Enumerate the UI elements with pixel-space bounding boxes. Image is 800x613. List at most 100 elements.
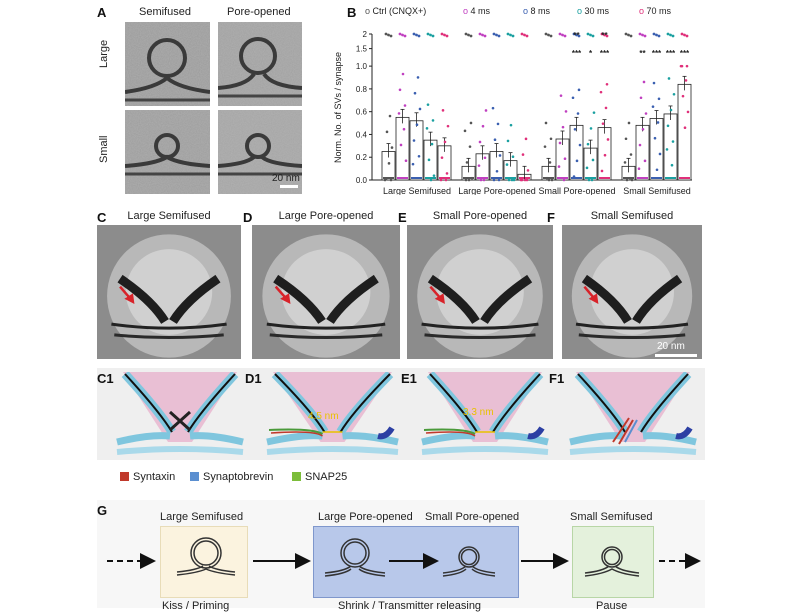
data-point-top bbox=[624, 32, 628, 36]
data-point bbox=[511, 155, 515, 158]
significance-marker: *** bbox=[652, 49, 662, 58]
bar-base-mark bbox=[571, 177, 582, 179]
model-plasma-membrane bbox=[266, 432, 399, 446]
bar-base-mark bbox=[491, 177, 502, 179]
data-point-top bbox=[671, 34, 675, 38]
snap25-swatch bbox=[292, 472, 301, 481]
data-point bbox=[439, 178, 443, 182]
avg-membrane-2 bbox=[114, 333, 224, 340]
avg-arc-right bbox=[169, 274, 221, 324]
data-point bbox=[625, 178, 629, 182]
vesicle-large-pore-opened bbox=[324, 538, 386, 577]
panel-letter-e: E bbox=[398, 210, 407, 225]
data-point bbox=[642, 80, 646, 84]
bar bbox=[663, 113, 678, 181]
bar-base-mark bbox=[557, 177, 568, 179]
data-point bbox=[388, 114, 392, 118]
bar bbox=[569, 124, 584, 181]
data-point-top bbox=[591, 34, 595, 38]
model-cross bbox=[168, 410, 192, 432]
legend-8ms: o 8 ms bbox=[523, 6, 550, 16]
data-point-top bbox=[429, 33, 432, 37]
y-tick-label: 1.5 bbox=[356, 45, 368, 54]
data-point-top bbox=[561, 33, 564, 37]
data-point-top bbox=[641, 33, 644, 37]
legend-4ms: o 4 ms bbox=[463, 6, 490, 16]
data-point bbox=[389, 178, 393, 182]
bar bbox=[677, 83, 692, 181]
model-blue-density bbox=[527, 426, 545, 440]
data-point bbox=[404, 159, 408, 163]
model-pink-density bbox=[576, 372, 690, 442]
data-point bbox=[624, 137, 628, 141]
data-point bbox=[651, 105, 655, 108]
avg-image-f bbox=[562, 225, 702, 359]
data-point bbox=[484, 109, 488, 112]
vesicle-large-semifused bbox=[176, 537, 236, 576]
measure-d1: 4.5 nm bbox=[308, 411, 339, 422]
data-point-top bbox=[657, 34, 661, 38]
data-point bbox=[544, 121, 548, 125]
bar-base-mark bbox=[665, 177, 676, 179]
data-point bbox=[603, 153, 607, 157]
data-point bbox=[481, 124, 485, 128]
significance-marker: ** bbox=[639, 49, 646, 58]
panel-letter-g: G bbox=[97, 503, 108, 518]
data-point-top bbox=[401, 33, 404, 37]
data-point-top bbox=[589, 33, 592, 37]
data-point bbox=[427, 158, 431, 162]
scale-bar-a-line bbox=[280, 185, 298, 188]
bar-base-mark bbox=[411, 177, 422, 179]
data-point-top bbox=[469, 34, 473, 38]
model-snare-green bbox=[268, 428, 324, 435]
data-point bbox=[549, 137, 553, 141]
model-membrane-right-core bbox=[339, 373, 391, 433]
panel-letter-a: A bbox=[97, 5, 107, 20]
snap25-label: SNAP25 bbox=[305, 471, 348, 483]
bar-base-mark bbox=[477, 177, 488, 179]
avg-arc-left bbox=[273, 274, 326, 324]
data-point bbox=[685, 64, 689, 68]
bar-base-mark bbox=[585, 177, 596, 179]
data-point-top bbox=[572, 32, 576, 36]
data-point bbox=[441, 109, 445, 112]
y-tick-label: 0.8 bbox=[356, 85, 368, 94]
model-membrane-left-core bbox=[274, 373, 326, 433]
vesicle-small-semifused bbox=[584, 546, 640, 577]
data-point bbox=[657, 97, 661, 101]
data-point bbox=[417, 154, 421, 158]
avg-vesicle-lumen bbox=[590, 249, 674, 335]
data-point-top bbox=[478, 32, 482, 36]
model-plasma-membrane bbox=[569, 432, 697, 446]
data-point bbox=[467, 178, 471, 182]
data-point bbox=[599, 90, 603, 94]
data-point bbox=[558, 141, 562, 145]
model-plasma-membrane bbox=[116, 432, 244, 446]
data-point bbox=[564, 110, 568, 113]
data-point-top bbox=[509, 33, 512, 37]
panel-letter-e1: E1 bbox=[401, 371, 417, 386]
data-point bbox=[482, 178, 486, 182]
data-point bbox=[548, 161, 552, 164]
model-membrane-left-core bbox=[124, 373, 173, 433]
stage-title-large-pore-opened: Large Pore-opened bbox=[318, 511, 413, 523]
title-d: Large Pore-opened bbox=[278, 210, 374, 222]
data-point bbox=[398, 88, 402, 92]
data-point-top bbox=[483, 34, 487, 38]
data-point bbox=[446, 124, 450, 128]
data-point bbox=[563, 157, 567, 161]
model-membrane-right-core bbox=[492, 373, 541, 433]
panel-letter-c: C bbox=[97, 210, 107, 225]
avg-vesicle-lumen bbox=[281, 249, 371, 335]
model-plasma-membrane bbox=[421, 432, 549, 446]
col-label-pore-opened: Pore-opened bbox=[227, 6, 291, 18]
data-point bbox=[669, 108, 673, 112]
data-point bbox=[681, 94, 685, 98]
data-point bbox=[665, 148, 669, 151]
data-point bbox=[463, 129, 467, 133]
data-point bbox=[592, 111, 596, 114]
model-f1 bbox=[569, 372, 697, 455]
data-point bbox=[623, 161, 627, 164]
model-e1 bbox=[421, 372, 549, 455]
